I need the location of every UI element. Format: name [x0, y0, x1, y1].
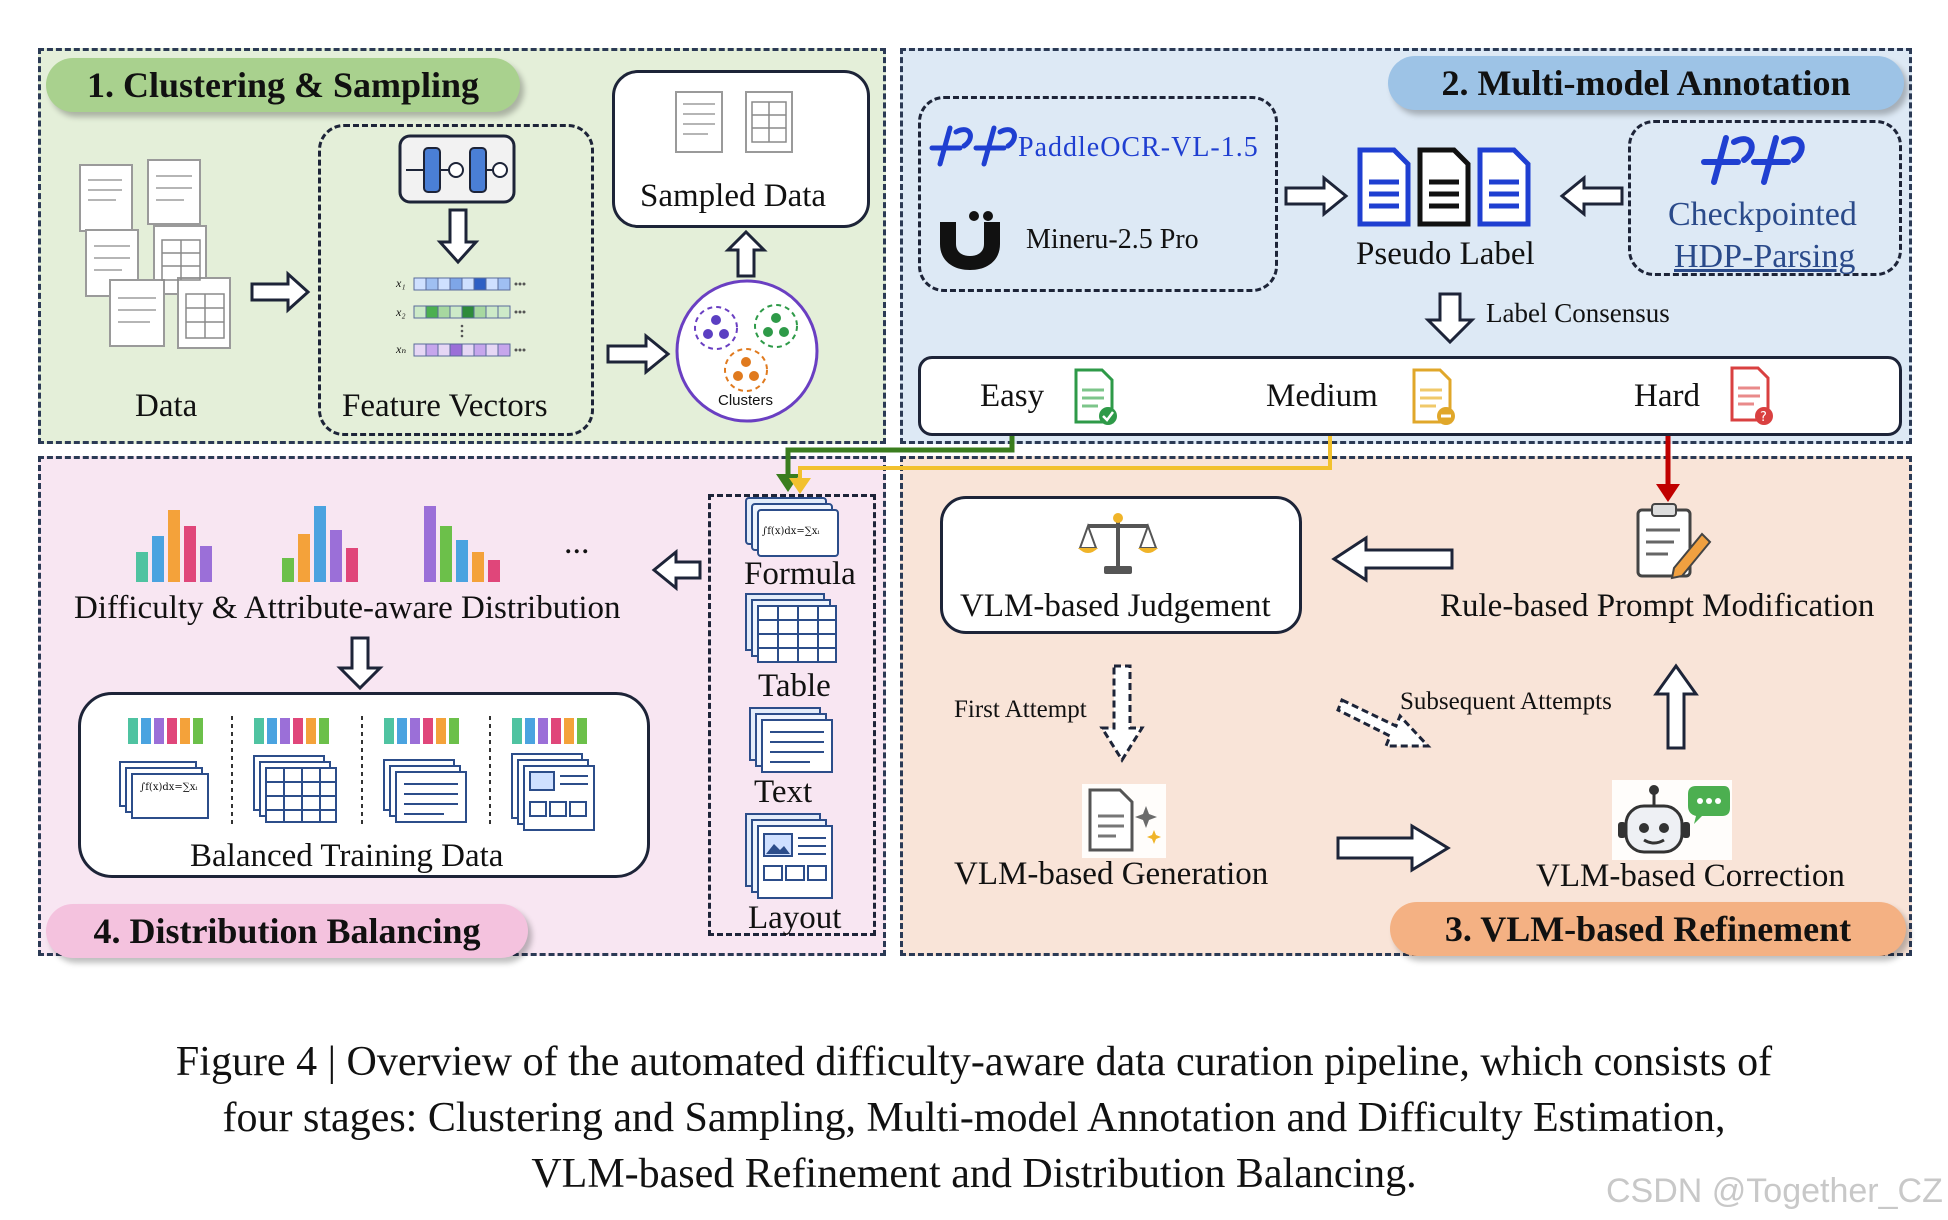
stage1-title: 1. Clustering & Sampling [46, 58, 520, 112]
mineru-label: Mineru-2.5 Pro [1026, 224, 1199, 255]
figure-caption-line2: four stages: Clustering and Sampling, Mu… [222, 1095, 1726, 1141]
balanced-data-icons [119, 716, 595, 831]
subsequent-attempts-label: Subsequent Attempts [1400, 688, 1612, 715]
annotation-models-box [918, 96, 1278, 292]
paddle-logo-icon [929, 125, 1017, 167]
documents-stack-icon [79, 159, 231, 349]
text-icon [749, 707, 833, 773]
formula-icon [745, 497, 839, 557]
vlm-judgement-label: VLM-based Judgement [960, 588, 1271, 624]
sampled-documents-icon [675, 91, 793, 153]
easy-label: Easy [980, 378, 1045, 414]
arrow-left-icon [1559, 174, 1624, 218]
hdp-parsing-label: HDP-Parsing [1674, 238, 1856, 275]
stage2-title: 2. Multi-model Annotation [1388, 56, 1904, 110]
feature-vectors-label: Feature Vectors [342, 388, 548, 424]
clusters-label: Clusters [718, 392, 774, 409]
table-label: Table [758, 668, 831, 704]
document-sparkle-icon [1082, 784, 1166, 858]
dashed-arrow-diagonal-icon [1336, 697, 1432, 748]
stage3-title: 3. VLM-based Refinement [1390, 902, 1906, 956]
text-label: Text [754, 774, 813, 810]
dashed-arrow-down-icon [1099, 664, 1145, 763]
vlm-generation-label: VLM-based Generation [954, 856, 1269, 892]
checkpointed-hdp-box [1628, 120, 1902, 276]
paddle-logo-icon [1701, 135, 1805, 185]
vlm-correction-label: VLM-based Correction [1536, 858, 1845, 894]
first-attempt-label: First Attempt [954, 696, 1087, 723]
rule-prompt-label: Rule-based Prompt Modification [1440, 588, 1875, 624]
figure-caption-line1: Figure 4 | Overview of the automated dif… [175, 1039, 1773, 1085]
hard-label: Hard [1634, 378, 1700, 414]
balanced-training-label: Balanced Training Data [190, 838, 504, 874]
label-consensus-label: Label Consensus [1486, 298, 1670, 328]
feature-vectors-box [318, 124, 594, 436]
medium-label: Medium [1266, 378, 1378, 414]
distribution-label: Difficulty & Attribute-aware Distributio… [74, 590, 621, 626]
watermark: CSDN @Together_CZ [1606, 1172, 1943, 1210]
svg-text:?: ? [1760, 410, 1767, 425]
arrow-left-icon [651, 548, 702, 592]
arrow-right-icon [1336, 823, 1451, 873]
vector-label-n: xₙ [396, 342, 407, 356]
clipboard-edit-icon [1636, 503, 1712, 580]
layout-icon [745, 813, 833, 899]
table-icon [745, 593, 837, 663]
arrow-down-icon [1424, 292, 1476, 345]
arrow-right-icon [250, 270, 311, 314]
arrow-up-icon [724, 229, 768, 278]
stage4-title: 4. Distribution Balancing [46, 904, 528, 958]
arrow-down-icon [436, 208, 480, 265]
pseudo-label-label: Pseudo Label [1356, 236, 1535, 272]
checkpointed-label: Checkpointed [1668, 196, 1857, 233]
formula-label: Formula [744, 556, 856, 592]
arrow-right-icon [606, 332, 671, 376]
distribution-bars-icon [136, 506, 500, 582]
vector-label-1: x₁ [396, 276, 406, 290]
arrow-right-icon [1284, 174, 1349, 218]
data-label: Data [135, 388, 198, 424]
figure-caption-line3: VLM-based Refinement and Distribution Ba… [531, 1151, 1417, 1197]
scales-icon [1078, 513, 1158, 574]
robot-chat-icon [1612, 780, 1732, 860]
encoder-icon [398, 134, 516, 204]
clusters-icon [675, 279, 819, 423]
sampled-data-box [612, 70, 870, 228]
formula-glyph: ∫f(x)dx=∑xᵢ [762, 526, 820, 537]
easy-document-icon [1074, 368, 1117, 425]
arrow-up-icon [1653, 663, 1699, 750]
feature-vectors-icon [413, 277, 526, 357]
sampled-data-label: Sampled Data [640, 178, 827, 214]
arrow-down-icon [336, 636, 384, 691]
attribute-categories-box [708, 494, 876, 936]
medium-document-icon [1412, 368, 1455, 425]
pseudo-label-documents-icon [1357, 147, 1531, 227]
ellipsis-label: ... [564, 524, 590, 561]
vector-label-2: x₂ [396, 305, 406, 319]
layout-label: Layout [748, 900, 842, 936]
arrow-left-icon [1331, 535, 1454, 583]
mineru-logo-icon [940, 211, 1000, 270]
hard-document-icon: ? [1730, 366, 1773, 425]
paddleocr-label: PaddleOCR-VL-1.5 [1018, 132, 1259, 163]
balanced-formula-glyph: ∫f(x)dx=∑xᵢ [140, 782, 198, 793]
